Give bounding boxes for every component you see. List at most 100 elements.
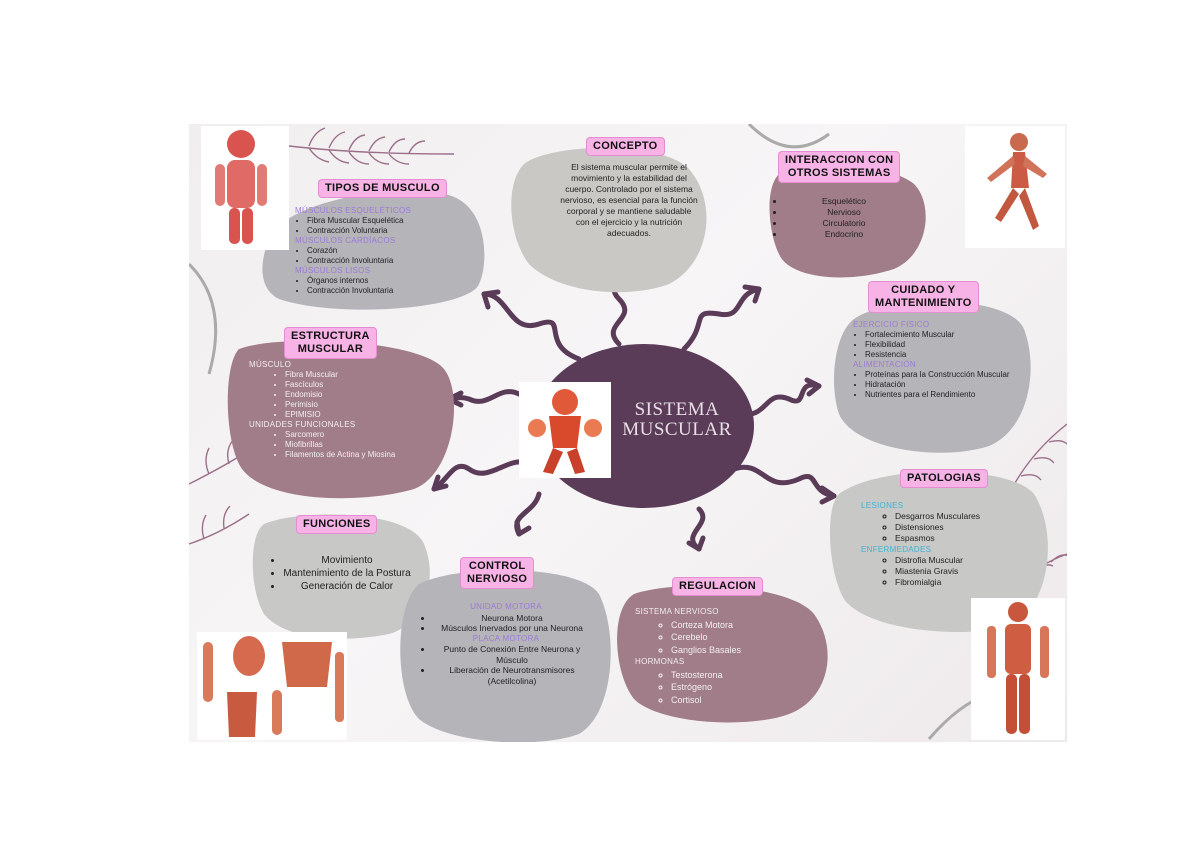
concepto-title: CONCEPTO <box>587 138 664 155</box>
patologias-blob <box>829 471 1048 632</box>
patologias-group-label: LESIONES <box>861 501 904 510</box>
central-title: SISTEMA MUSCULAR <box>607 400 747 440</box>
tipos-group-label: MÚSCULOS ESQUELÉTICOS <box>295 206 412 215</box>
running-muscle-figure <box>965 126 1065 248</box>
list-item: Músculos Inervados por una Neurona <box>433 623 591 634</box>
estructura-group-label: UNIDADES FUNCIONALES <box>249 420 356 429</box>
control-title: CONTROL NERVIOSO <box>461 558 534 588</box>
tipos-group-label: MÚSCULOS LISOS <box>295 266 371 275</box>
patologias-title: PATOLOGIAS <box>901 470 987 487</box>
cuidado-title: CUIDADO Y MANTENIMIENTO <box>869 282 978 312</box>
concepto-text: El sistema muscular permite el movimient… <box>560 162 698 238</box>
list-item: Fibra Muscular Esquelética <box>307 216 485 226</box>
patologias-list: LESIONES Desgarros Musculares Distension… <box>861 500 1031 588</box>
interaccion-title-line2: OTROS SISTEMAS <box>787 167 891 179</box>
central-title-line2: MUSCULAR <box>622 419 732 440</box>
interaccion-blob <box>769 165 926 278</box>
blob-layer <box>227 147 1048 742</box>
cartoon-muscle-icon <box>528 389 602 474</box>
list-item: Estrógeno <box>671 681 805 694</box>
list-item: Neurona Motora <box>433 613 591 624</box>
list-item: EPIMISIO <box>285 410 449 420</box>
control-list: UNIDAD MOTORA Neurona Motora Músculos In… <box>421 602 591 686</box>
connector-arrows <box>431 271 837 552</box>
list-item: Cortisol <box>671 694 805 707</box>
estructura-title: ESTRUCTURA MUSCULAR <box>285 328 376 358</box>
list-item: Contracción Involuntaria <box>307 286 485 296</box>
list-item: Esquelético <box>785 196 903 207</box>
list-item: Circulatorio <box>785 218 903 229</box>
regulacion-group-label: HORMONAS <box>635 657 685 666</box>
interaccion-title-line1: INTERACCION CON <box>785 154 894 166</box>
list-item: Fascículos <box>285 380 449 390</box>
estructura-title-line2: MUSCULAR <box>297 343 364 355</box>
list-item: Espasmos <box>895 533 1031 544</box>
list-item: Distensiones <box>895 522 1031 533</box>
list-item: Desgarros Musculares <box>895 511 1031 522</box>
running-muscle-icon <box>987 133 1047 230</box>
estructura-title-line1: ESTRUCTURA <box>291 330 370 342</box>
list-item: Endomisio <box>285 390 449 400</box>
funciones-blob <box>252 514 430 639</box>
list-item: Punto de Conexión Entre Neurona y Múscul… <box>433 644 591 665</box>
full-body-muscle-icon <box>987 602 1049 734</box>
list-item: Filamentos de Actina y Miosina <box>285 450 449 460</box>
list-item: Fibra Muscular <box>285 370 449 380</box>
cuidado-list: EJERCICIO FISICO Fortalecimiento Muscula… <box>853 320 1023 400</box>
list-item: Fibromialgia <box>895 577 1031 588</box>
patologias-group-label: ENFERMEDADES <box>861 545 932 554</box>
cuidado-title-line1: CUIDADO Y <box>891 284 956 296</box>
cartoon-muscle-figure <box>519 382 611 478</box>
regulacion-title: REGULACION <box>673 578 762 595</box>
list-item: Corteza Motora <box>671 619 805 632</box>
list-item: Nervioso <box>785 207 903 218</box>
list-item: Órganos internos <box>307 276 485 286</box>
list-item: Ganglios Basales <box>671 644 805 657</box>
mind-map-sheet: SISTEMA MUSCULAR CONCEPTO El sistema mus… <box>189 124 1067 742</box>
list-item: Generación de Calor <box>283 580 411 593</box>
list-item: Mantenimiento de la Postura <box>283 567 411 580</box>
regulacion-blob <box>617 585 828 723</box>
list-item: Sarcomero <box>285 430 449 440</box>
control-group-label: PLACA MOTORA <box>472 633 540 643</box>
list-item: Miastenia Gravis <box>895 566 1031 577</box>
list-item: Proteínas para la Construcción Muscular <box>865 370 1023 380</box>
interaccion-title: INTERACCION CON OTROS SISTEMAS <box>779 152 900 182</box>
list-item: Movimiento <box>283 554 411 567</box>
control-group-label: UNIDAD MOTORA <box>470 602 542 611</box>
full-body-muscle-figure <box>971 598 1065 740</box>
tipos-title: TIPOS DE MUSCULO <box>319 180 446 197</box>
funciones-list: Movimiento Mantenimiento de la Postura G… <box>271 554 411 593</box>
child-muscle-figure <box>201 126 289 250</box>
list-item: Endocrino <box>785 229 903 240</box>
list-item: Contracción Voluntaria <box>307 226 485 236</box>
central-title-line1: SISTEMA <box>634 399 720 420</box>
arc-decoration <box>189 262 218 375</box>
list-item: Testosterona <box>671 669 805 682</box>
tipos-group-label: MÚSCULOS CARDÍACOS <box>295 236 396 245</box>
tipos-blob <box>262 191 485 310</box>
list-item: Corazón <box>307 246 485 256</box>
tipos-list: MÚSCULOS ESQUELÉTICOS Fibra Muscular Esq… <box>295 206 485 296</box>
list-item: Fortalecimiento Muscular <box>865 330 1023 340</box>
arc-decoration <box>747 124 830 149</box>
list-item: Cerebelo <box>671 631 805 644</box>
cuidado-group-label: EJERCICIO FISICO <box>853 320 930 329</box>
list-item: Flexibilidad <box>865 340 1023 350</box>
list-item: Liberación de Neurotransmisores (Acetilc… <box>433 665 591 686</box>
list-item: Miofibrillas <box>285 440 449 450</box>
list-item: Perimisio <box>285 400 449 410</box>
interaccion-list: Esquelético Nervioso Circulatorio Endocr… <box>773 196 903 240</box>
estructura-blob <box>227 340 454 499</box>
regulacion-group-label: SISTEMA NERVIOSO <box>635 607 719 616</box>
child-muscle-icon <box>215 130 267 244</box>
control-title-line1: CONTROL <box>468 560 526 572</box>
list-item: Hidratación <box>865 380 1023 390</box>
cuidado-title-line2: MANTENIMIENTO <box>875 297 972 309</box>
cuidado-group-label: ALIMENTACIÓN <box>853 360 917 369</box>
regulacion-list: SISTEMA NERVIOSO Corteza Motora Cerebelo… <box>635 606 805 706</box>
list-item: Resistencia <box>865 350 1023 360</box>
list-item: Distrofia Muscular <box>895 555 1031 566</box>
cuidado-blob <box>834 301 1031 453</box>
list-item: Nutrientes para el Rendimiento <box>865 390 1023 400</box>
